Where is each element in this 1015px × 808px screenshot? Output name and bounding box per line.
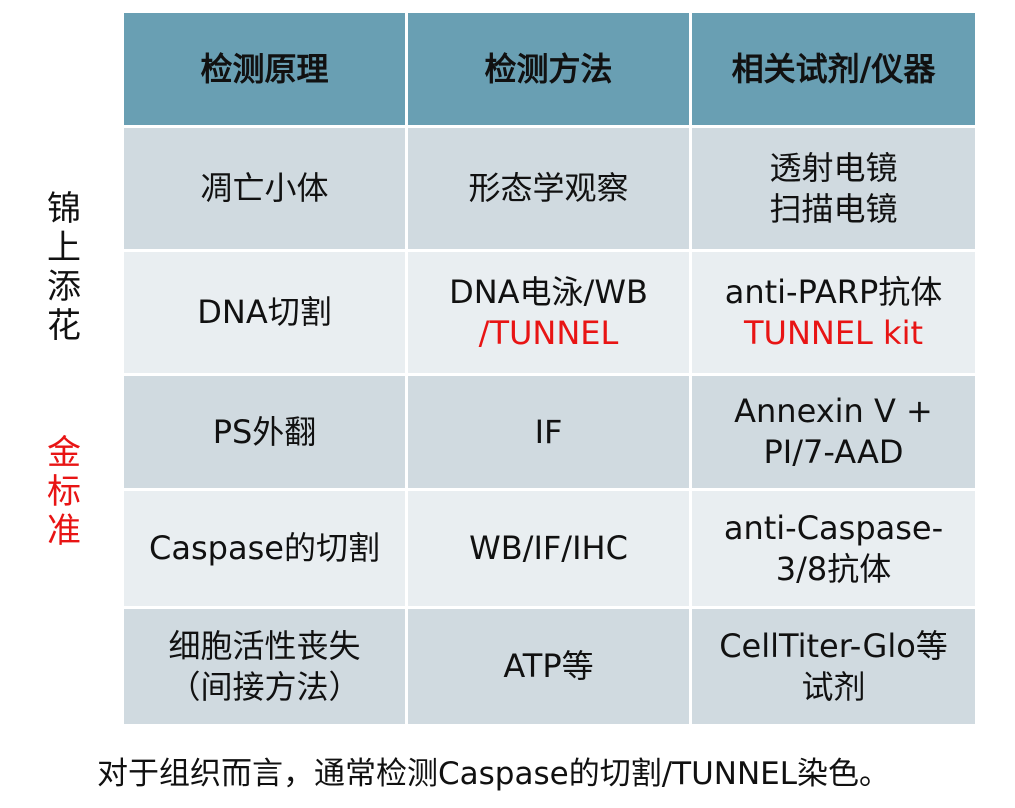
table-row: PS外翻 IF Annexin V + PI/7-AAD <box>121 373 978 491</box>
header-method: 检测方法 <box>405 10 692 128</box>
cell-reagent: anti-Caspase- 3/8抗体 <box>689 488 978 609</box>
table-row: DNA切割 DNA电泳/WB /TUNNEL anti-PARP抗体 TUNNE… <box>121 249 978 376</box>
apoptosis-detection-table: 检测原理 检测方法 相关试剂/仪器 凋亡小体 形态学观察 透射电镜 扫描电镜 D… <box>121 10 978 727</box>
cell-reagent: 透射电镜 扫描电镜 <box>689 125 978 252</box>
cell-method: DNA电泳/WB /TUNNEL <box>405 249 692 376</box>
footnote: 对于组织而言，通常检测Caspase的切割/TUNNEL染色。 <box>97 756 890 792</box>
cell-principle: Caspase的切割 <box>121 488 408 609</box>
table-row: 细胞活性丧失 （间接方法） ATP等 CellTiter-Glo等 试剂 <box>121 606 978 727</box>
table-row: Caspase的切割 WB/IF/IHC anti-Caspase- 3/8抗体 <box>121 488 978 609</box>
cell-method: ATP等 <box>405 606 692 727</box>
cell-method: WB/IF/IHC <box>405 488 692 609</box>
cell-method: IF <box>405 373 692 491</box>
table-row: 凋亡小体 形态学观察 透射电镜 扫描电镜 <box>121 125 978 252</box>
cell-principle: 凋亡小体 <box>121 125 408 252</box>
cell-reagent: anti-PARP抗体 TUNNEL kit <box>689 249 978 376</box>
cell-reagent: Annexin V + PI/7-AAD <box>689 373 978 491</box>
cell-method: 形态学观察 <box>405 125 692 252</box>
header-reagent: 相关试剂/仪器 <box>689 10 978 128</box>
cell-principle: 细胞活性丧失 （间接方法） <box>121 606 408 727</box>
header-principle: 检测原理 <box>121 10 408 128</box>
side-label-gold-standard: 金 标 准 <box>47 433 81 551</box>
table-header-row: 检测原理 检测方法 相关试剂/仪器 <box>121 10 978 128</box>
cell-principle: DNA切割 <box>121 249 408 376</box>
cell-principle: PS外翻 <box>121 373 408 491</box>
cell-reagent: CellTiter-Glo等 试剂 <box>689 606 978 727</box>
side-label-nice-to-have: 锦 上 添 花 <box>47 189 81 346</box>
